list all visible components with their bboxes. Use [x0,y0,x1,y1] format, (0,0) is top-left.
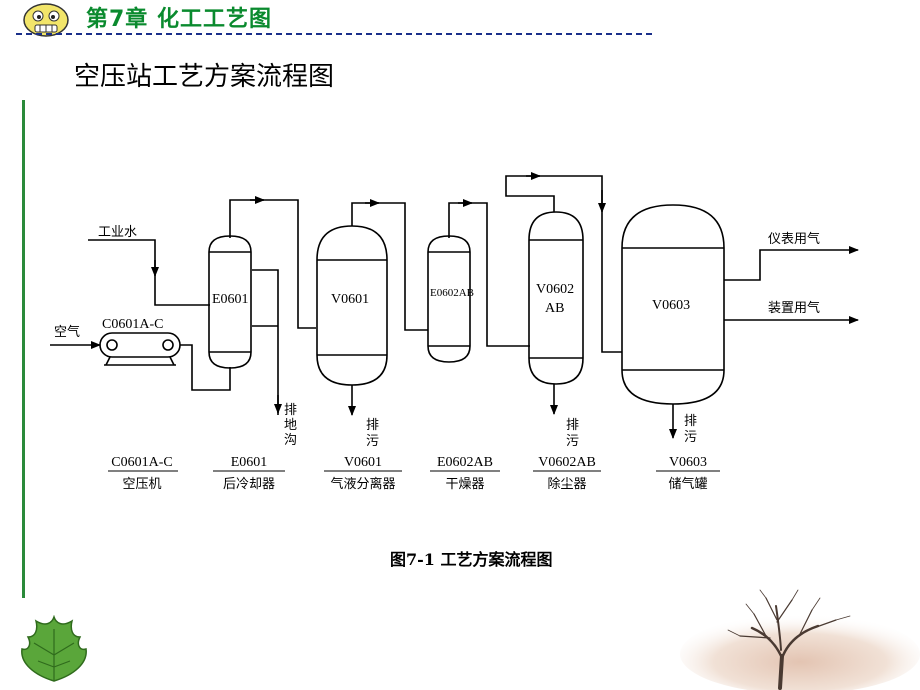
e0601-drain-label-3: 沟 [284,433,297,448]
water-inlet-line [88,239,210,306]
instrument-air-label: 仪表用气 [768,231,820,247]
v0601-drain-label-2: 污 [366,434,379,449]
slide-title: 空压站工艺方案流程图 [74,62,335,92]
mascot-face-icon [23,3,69,37]
legend-tag-v0602ab: V0602AB [538,455,596,470]
vessel-v0601 [316,225,388,386]
compressor-tag-label: C0601A-C [102,317,163,332]
left-accent-bar [22,100,25,598]
legend-name-v0603: 储气罐 [668,476,707,492]
e0601-drain-label-2: 地 [284,418,297,433]
compressor-c0601 [99,332,181,366]
legend-name-v0601: 气液分离器 [330,476,395,492]
tree-decoration-icon [680,589,920,690]
chapter-title: 第7章 化工工艺图 [86,7,272,32]
legend-name-c0601: 空压机 [122,477,161,492]
legend-tag-e0602ab: E0602AB [437,455,493,470]
legend-name-e0601: 后冷却器 [223,477,275,492]
v0603-drain-label-1: 排 [684,414,697,429]
v0602-drain-label-1: 排 [566,418,579,433]
header-divider [16,33,652,35]
vessel-e0602ab [427,235,471,363]
e0601-drain-line [252,269,279,415]
vessel-v0602ab [528,211,584,385]
vessel-e0601 [208,235,252,369]
legend-name-e0602ab: 干燥器 [445,477,484,492]
legend-tag-v0603: V0603 [669,455,707,470]
equipment-legend: C0601A-C 空压机 E0601 后冷却器 V0601 气液分离器 E060… [108,455,720,492]
v0601-vessel-label: V0601 [331,292,369,307]
v0603-vessel-label: V0603 [652,298,690,313]
legend-name-v0602ab: 除尘器 [547,477,586,492]
plant-air-label: 装置用气 [768,300,820,316]
vessel-v0603 [621,204,725,405]
water-label: 工业水 [98,225,137,240]
e0601-drain-label-1: 排 [284,403,297,418]
legend-tag-v0601: V0601 [344,455,382,470]
e0602-vessel-label: E0602AB [430,287,474,299]
v0603-drain-label-2: 污 [684,430,697,445]
leaf-icon [21,615,87,682]
v0602-drain-label-2: 污 [566,434,579,449]
e0601-vessel-label: E0601 [212,292,249,307]
e0602-to-v0602-line [448,202,530,347]
v0602-to-v0603-line [505,175,622,353]
v0602-vessel-label-line1: V0602 [536,282,574,297]
instrument-air-line [724,246,859,281]
e0601-to-v0601-line [229,199,316,329]
v0601-to-e0602-line [351,202,428,331]
v0602-vessel-label-line2: AB [545,301,564,316]
air-label: 空气 [54,324,80,340]
figure-caption: 图7-1 工艺方案流程图 [390,550,553,569]
compressor-to-e0601-line [180,344,231,391]
legend-tag-c0601: C0601A-C [111,455,172,470]
legend-tag-e0601: E0601 [231,455,268,470]
v0601-drain-label-1: 排 [366,418,379,433]
